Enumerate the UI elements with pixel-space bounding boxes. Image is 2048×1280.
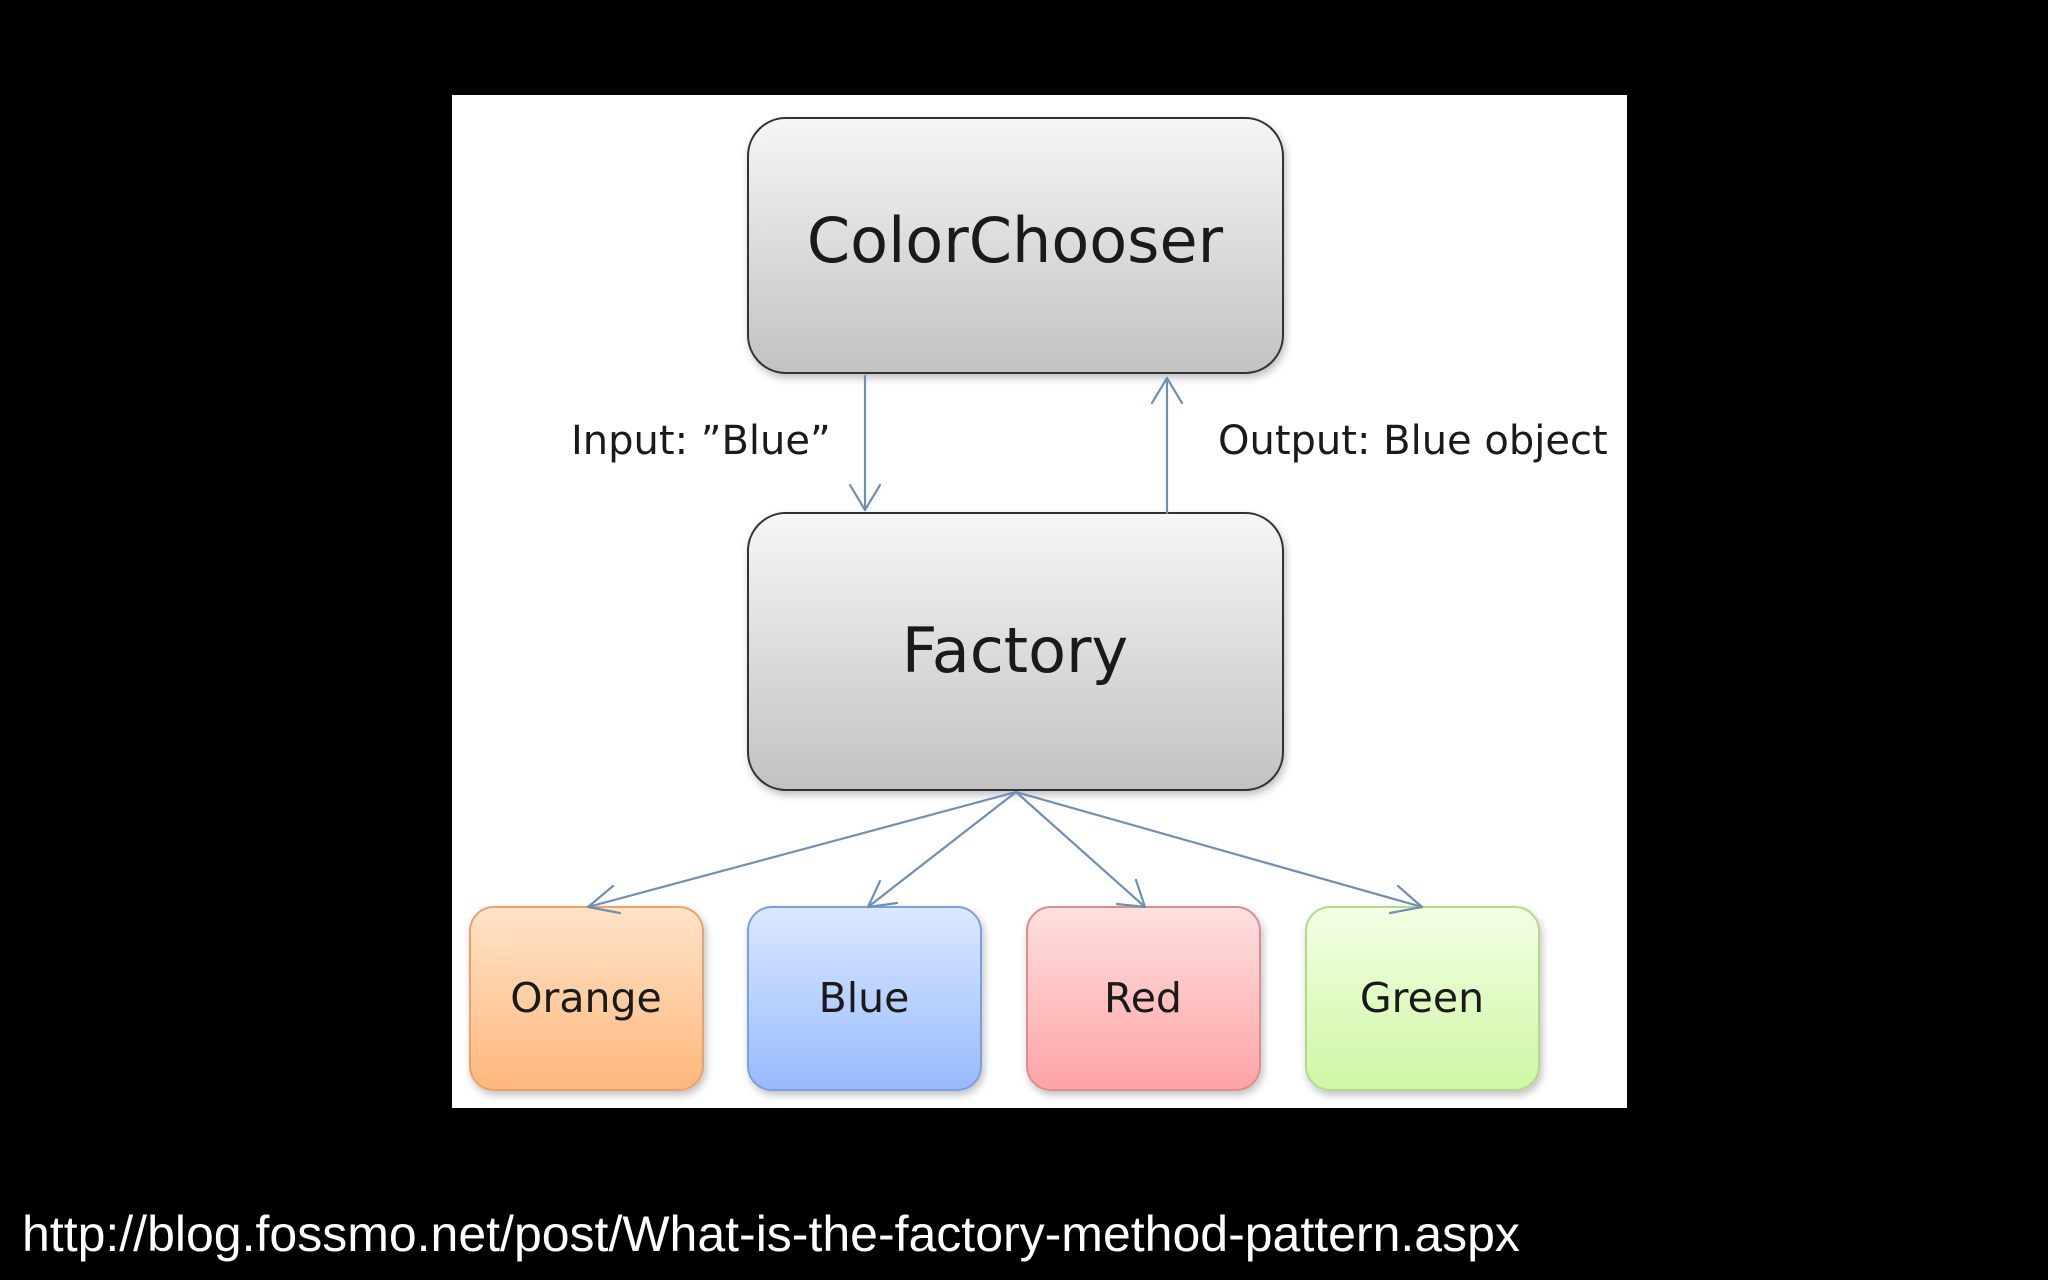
factory-label: Factory: [902, 614, 1128, 687]
blue-node: Blue: [747, 906, 982, 1091]
source-url: http://blog.fossmo.net/post/What-is-the-…: [22, 1206, 1520, 1262]
colorchooser-node: ColorChooser: [747, 117, 1284, 374]
green-label: Green: [1360, 974, 1484, 1022]
factory-node: Factory: [747, 512, 1284, 791]
diagram-panel: ColorChooser Factory Orange Blue Red: [452, 95, 1627, 1108]
factory-to-blue-arrow: [866, 790, 1018, 909]
factory-pattern-diagram: ColorChooser Factory Orange Blue Red: [469, 117, 1608, 1091]
green-node: Green: [1305, 906, 1540, 1091]
orange-label: Orange: [510, 974, 662, 1022]
blue-label: Blue: [819, 974, 910, 1022]
colorchooser-label: ColorChooser: [807, 204, 1224, 277]
factory-to-orange-arrow: [586, 790, 1018, 915]
red-label: Red: [1104, 974, 1182, 1022]
orange-node: Orange: [469, 906, 704, 1091]
output-label: Output: Blue object: [1218, 418, 1608, 464]
input-label: Input: ”Blue”: [571, 418, 831, 464]
factory-to-red-arrow: [1014, 790, 1147, 909]
factory-to-green-arrow: [1014, 790, 1424, 915]
red-node: Red: [1026, 906, 1261, 1091]
output-arrow: [1150, 376, 1184, 515]
input-arrow: [848, 374, 882, 512]
